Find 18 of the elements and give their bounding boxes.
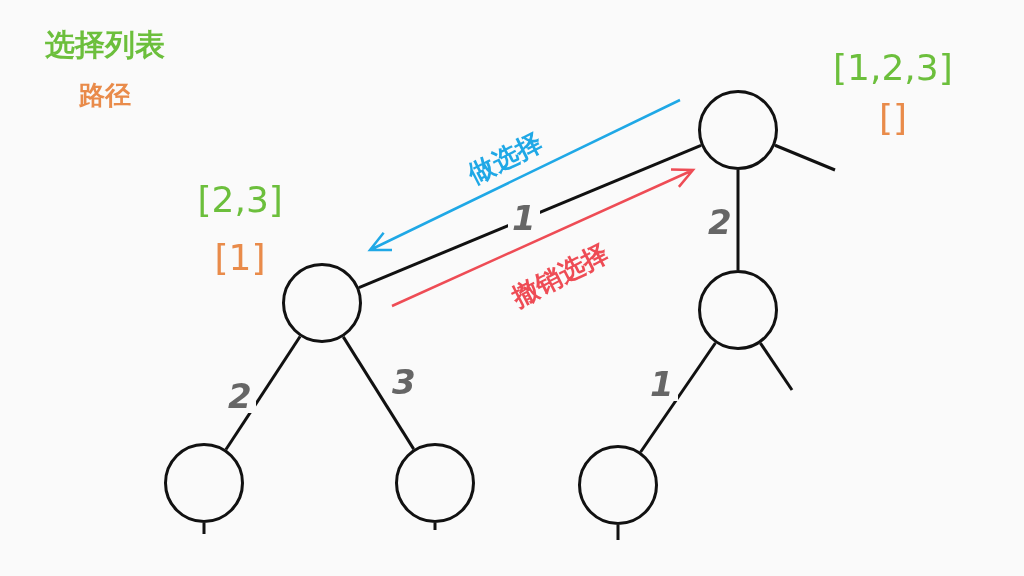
tree-branch: [774, 143, 836, 172]
tree-branch: [202, 523, 206, 534]
tree-branch: [342, 336, 415, 450]
tree-branch: [358, 143, 702, 290]
tree-branch: [433, 523, 437, 530]
tree-branch: [639, 342, 717, 453]
path-text: [1]: [214, 240, 266, 276]
subheading-text: 路径: [79, 82, 131, 108]
tree-branch: [759, 342, 794, 391]
arrow-label: 做选择: [464, 128, 546, 188]
choice-list-text: [2,3]: [197, 182, 283, 218]
arrow-label: 撤销选择: [507, 239, 613, 311]
tree-branch: [736, 170, 740, 270]
tree-branch: [224, 335, 302, 451]
heading-text: 选择列表: [45, 30, 165, 60]
choice-list-text: [1,2,3]: [833, 50, 953, 86]
tree-branch: [616, 525, 620, 540]
path-text: []: [879, 100, 908, 136]
